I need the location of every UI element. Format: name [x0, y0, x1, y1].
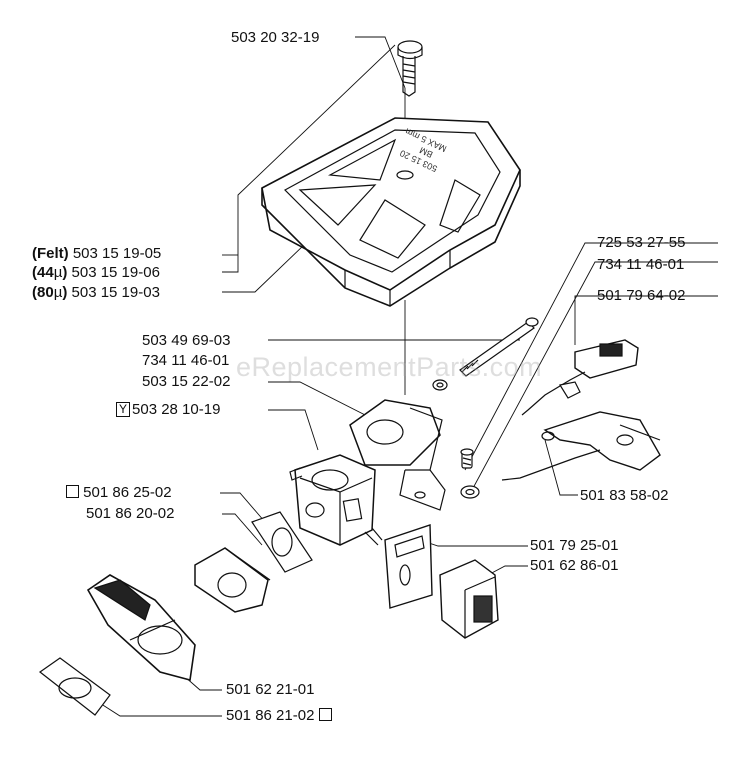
label-plate: 501 79 25-01	[530, 537, 619, 554]
label-gasket-c: 501 86 21-02	[226, 707, 332, 725]
label-block: 501 62 86-01	[530, 557, 619, 574]
label-throttle-rod: 501 83 58-02	[580, 487, 669, 504]
label-intake-screw: 725 53 27-55	[597, 234, 686, 251]
label-screw: 503 20 32-19	[231, 29, 320, 46]
label-gasket-a: 501 86 25-02	[66, 484, 172, 502]
label-manifold: 501 62 21-01	[226, 681, 315, 698]
label-gasket-b: 501 86 20-02	[86, 505, 175, 522]
carburetor-part	[289, 454, 383, 546]
manifold-part	[86, 574, 196, 682]
gasket-a-part	[251, 511, 313, 573]
label-filter-80: (80µ) 503 15 19-03	[32, 284, 160, 301]
gasket-c-part	[38, 657, 111, 716]
spacer-part	[194, 547, 271, 613]
choke-lever-part	[521, 339, 639, 416]
plate-part	[384, 524, 433, 609]
carburetor-marker-box: Y	[116, 402, 131, 417]
label-filter-felt: (Felt) 503 15 19-05	[32, 245, 162, 262]
label-bracket: 503 15 22-02	[142, 373, 231, 390]
label-filter-44: (44µ) 503 15 19-06	[32, 264, 160, 281]
label-washer: 734 11 46-01	[142, 352, 230, 369]
throttle-rod-part	[501, 411, 661, 481]
checkbox-marker	[66, 485, 79, 498]
label-choke-lever: 501 79 64-02	[597, 287, 686, 304]
block-part	[439, 559, 499, 639]
intake-screw-part	[460, 448, 480, 499]
bolt-part	[459, 317, 539, 377]
label-intake-washer: 734 11 46-01	[597, 256, 685, 273]
air-filter-cover-part	[261, 117, 521, 307]
screw-part	[397, 40, 423, 97]
checkbox-marker	[318, 708, 332, 721]
label-bolt: 503 49 69-03	[142, 332, 231, 349]
washer-part	[432, 379, 448, 391]
watermark: eReplacementParts.com	[236, 352, 543, 382]
